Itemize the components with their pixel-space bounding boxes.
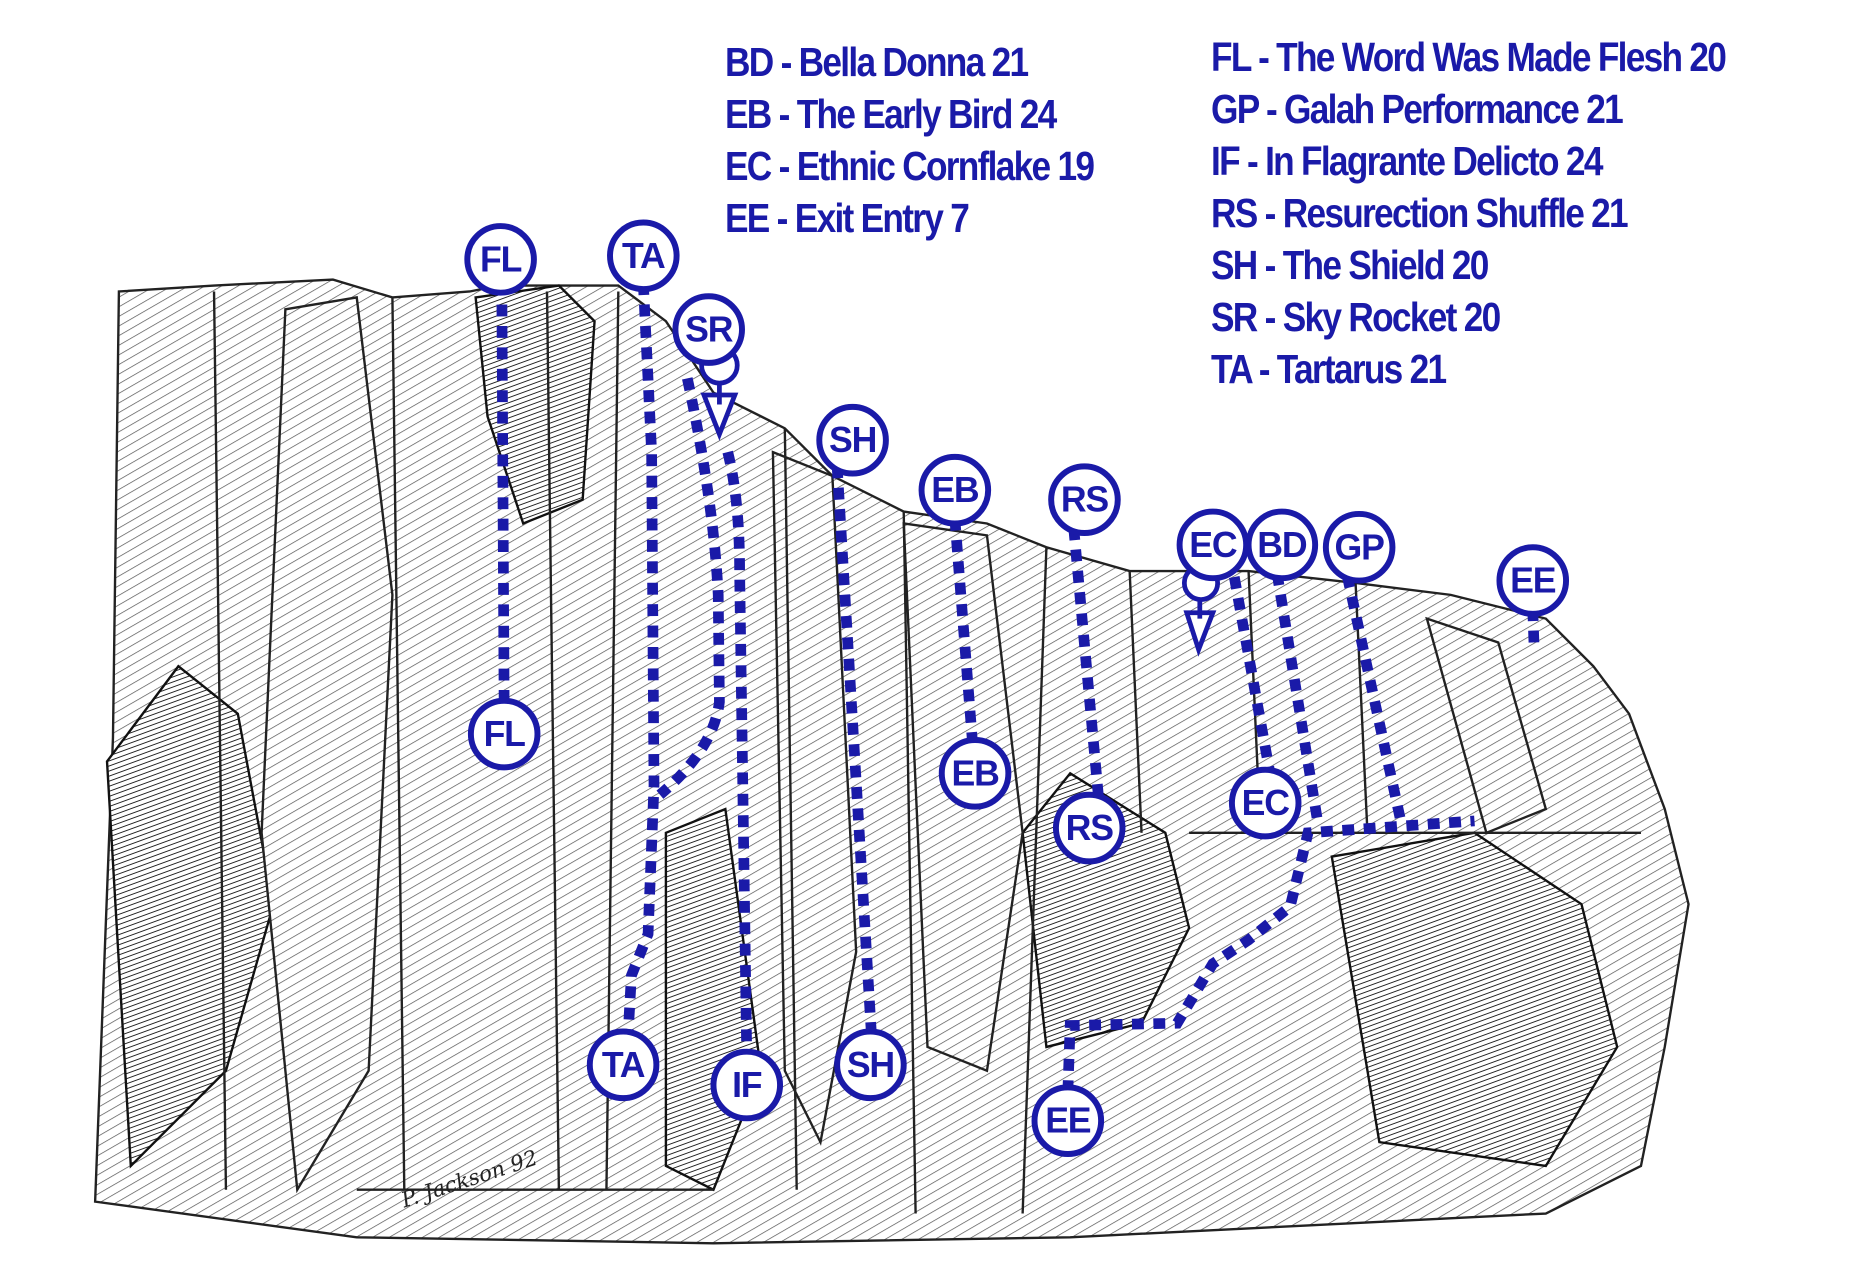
- marker-rs-top: RS: [1048, 463, 1121, 536]
- svg-text:SR: SR: [685, 310, 734, 350]
- svg-text:EE: EE: [1510, 561, 1556, 601]
- legend-item-if: IF - In Flagrante Delicto 24: [1211, 138, 1603, 184]
- route-ee-line: [1062, 815, 1475, 1093]
- marker-ta-bottom: TA: [586, 1028, 660, 1102]
- svg-text:RS: RS: [1061, 480, 1109, 520]
- legend-item-eb: EB - The Early Bird 24: [725, 91, 1057, 137]
- svg-text:EE: EE: [1045, 1101, 1091, 1141]
- legend-item-fl: FL - The Word Was Made Flesh 20: [1211, 34, 1727, 80]
- marker-fl-top: FL: [464, 223, 537, 296]
- marker-eb-bottom: EB: [938, 737, 1012, 810]
- marker-gp-top: GP: [1322, 510, 1396, 584]
- legend-item-sh: SH - The Shield 20: [1211, 242, 1489, 288]
- svg-text:RS: RS: [1066, 808, 1114, 848]
- marker-ta-top: TA: [607, 219, 680, 293]
- route-eb-line: [949, 518, 979, 746]
- legend-item-rs: RS - Resurection Shuffle 21: [1211, 190, 1629, 236]
- route-fl-line: [496, 283, 510, 712]
- marker-rs-bottom: RS: [1052, 791, 1126, 865]
- route-legend-left: BD - Bella Donna 21 EB - The Early Bird …: [725, 36, 1095, 244]
- marker-bd-top: BD: [1245, 508, 1319, 582]
- svg-text:SH: SH: [847, 1045, 894, 1085]
- svg-text:GP: GP: [1335, 527, 1385, 567]
- svg-text:SH: SH: [829, 420, 876, 460]
- route-if-line: [722, 450, 753, 1057]
- svg-text:EC: EC: [1242, 783, 1290, 823]
- marker-sr-top: SR: [672, 293, 745, 366]
- route-legend-right: FL - The Word Was Made Flesh 20 GP - Gal…: [1211, 31, 1727, 395]
- route-sr-line: [656, 377, 725, 799]
- marker-sh-top: SH: [816, 403, 889, 477]
- marker-ee-top: EE: [1496, 544, 1570, 617]
- marker-ee-bottom: EE: [1031, 1084, 1105, 1158]
- legend-item-gp: GP - Galah Performance 21: [1211, 86, 1624, 132]
- legend-item-ec: EC - Ethnic Cornflake 19: [725, 143, 1095, 189]
- marker-ec-top: EC: [1176, 508, 1250, 582]
- svg-text:EB: EB: [931, 470, 979, 510]
- legend-item-bd: BD - Bella Donna 21: [725, 39, 1029, 85]
- marker-ec-bottom: EC: [1228, 766, 1302, 840]
- marker-eb-top: EB: [918, 453, 992, 527]
- marker-if-bottom: IF: [710, 1048, 784, 1122]
- svg-text:TA: TA: [622, 236, 665, 276]
- svg-text:FL: FL: [480, 239, 522, 279]
- marker-sh-bottom: SH: [834, 1028, 907, 1102]
- rock-face-drawing: P. Jackson 92: [93, 278, 1690, 1245]
- marker-fl-bottom: FL: [467, 697, 541, 771]
- route-sh-line: [831, 466, 877, 1038]
- svg-text:EC: EC: [1189, 525, 1237, 565]
- legend-item-ee: EE - Exit Entry 7: [725, 195, 970, 241]
- svg-text:BD: BD: [1257, 525, 1307, 565]
- svg-text:FL: FL: [484, 714, 526, 754]
- legend-item-ta: TA - Tartarus 21: [1211, 346, 1447, 392]
- svg-text:EB: EB: [951, 753, 999, 793]
- svg-text:IF: IF: [732, 1065, 762, 1105]
- route-ec-line: [1229, 576, 1276, 775]
- legend-item-sr: SR - Sky Rocket 20: [1211, 294, 1501, 340]
- svg-text:TA: TA: [602, 1045, 645, 1085]
- route-rs-line: [1068, 527, 1105, 800]
